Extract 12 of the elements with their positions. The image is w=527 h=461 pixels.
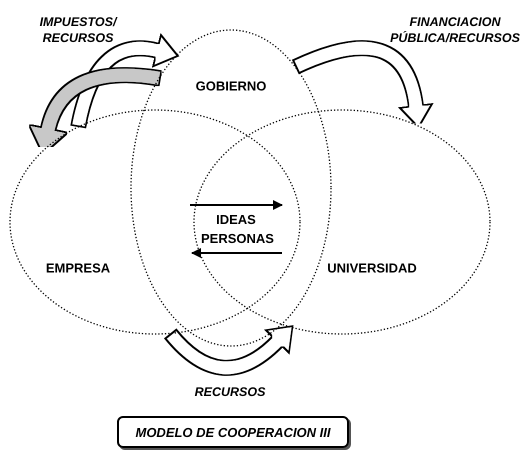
center-label: IDEAS PERSONAS	[201, 211, 271, 248]
edge-label: IMPUESTOS/ RECURSOS	[38, 14, 118, 46]
ellipse-region	[193, 109, 491, 335]
region-label: EMPRESA	[46, 260, 110, 276]
region-label: UNIVERSIDAD	[327, 260, 417, 276]
caption-box: MODELO DE COOPERACION III	[117, 416, 349, 448]
ellipse-region	[9, 109, 301, 335]
curved-block-arrow	[292, 40, 434, 129]
region-label: GOBIERNO	[196, 78, 266, 94]
edge-label: FINANCIACION PÚBLICA/RECURSOS	[389, 14, 521, 46]
curved-block-arrow	[30, 68, 160, 153]
edge-label: RECURSOS	[194, 384, 266, 400]
